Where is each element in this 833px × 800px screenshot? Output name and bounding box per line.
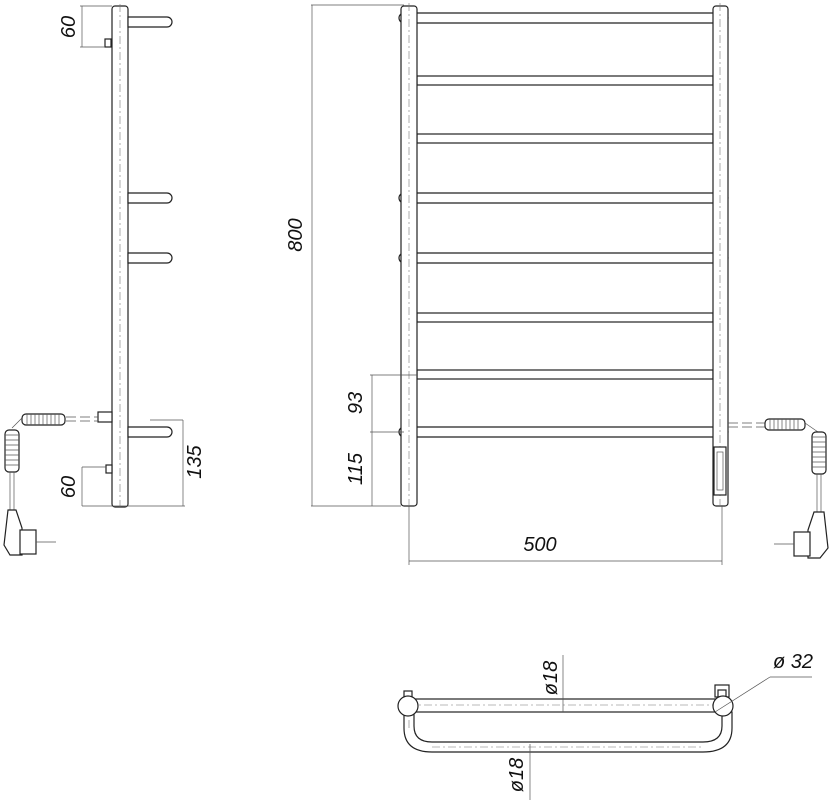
upper-rung	[407, 698, 723, 713]
top-dim-rung-diameter: ø18	[540, 661, 562, 695]
power-cord-left	[3, 413, 98, 556]
side-dim-top: 60	[58, 16, 80, 38]
lower-bent-rung	[403, 711, 733, 753]
side-pegs	[127, 16, 173, 438]
right-post	[712, 5, 729, 507]
side-dim-connection: 135	[184, 444, 206, 478]
bottom-dim-rung-diameter: ø18	[506, 758, 528, 792]
power-cord-right	[728, 418, 829, 559]
left-post-section	[397, 695, 419, 717]
front-dim-width: 500	[523, 534, 556, 556]
front-view: 800 93 115 500	[285, 3, 829, 565]
side-dim-bottom: 60	[58, 476, 80, 498]
front-dim-rung-gap: 93	[345, 392, 367, 414]
rungs	[398, 12, 729, 438]
front-dim-height: 800	[285, 218, 307, 251]
post-diameter-dim: ø 32	[773, 651, 813, 673]
top-view: ø18 ø18 ø 32	[397, 651, 813, 800]
front-dim-bottom-offset: 115	[345, 452, 367, 485]
side-view: 60 60 135	[3, 4, 206, 556]
right-post-section	[712, 695, 734, 717]
heater-element	[713, 446, 727, 496]
